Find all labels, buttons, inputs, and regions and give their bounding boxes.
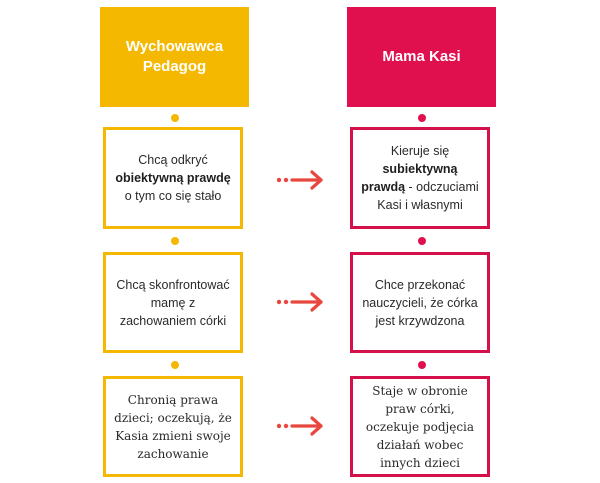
connector-dot-right-3 xyxy=(418,361,426,369)
dotted-arrow-right-icon xyxy=(276,416,323,436)
box-left-row-1: Chcą odkryć obiektywną prawdę o tym co s… xyxy=(103,127,243,229)
connector-dot-left-1 xyxy=(171,114,179,122)
box-left-row-2: Chcą skonfrontować mamę z zachowaniem có… xyxy=(103,252,243,353)
box-left-1-post: o tym co się stało xyxy=(124,189,222,203)
box-right-3-text: Staje w obronie praw córki, oczekuje pod… xyxy=(365,383,475,470)
box-right-1-pre: Kieruje się xyxy=(390,144,450,158)
header-left-line2: Pedagog xyxy=(142,58,207,75)
connector-dot-right-1 xyxy=(418,114,426,122)
box-left-3-text: Chronią prawa dzieci; oczekują, że Kasia… xyxy=(114,392,232,461)
header-wychowawca-pedagog: Wychowawca Pedagog xyxy=(100,7,249,107)
dotted-arrow-right-icon xyxy=(276,292,323,312)
box-left-1-bold: obiektywną prawdę xyxy=(115,171,231,185)
box-right-1-bold: subiektywną prawdą xyxy=(361,162,458,194)
box-right-row-3: Staje w obronie praw córki, oczekuje pod… xyxy=(350,376,490,477)
box-left-1-pre: Chcą odkryć xyxy=(138,153,208,167)
header-left-line1: Wychowawca xyxy=(125,38,224,55)
box-left-2-text: Chcą skonfrontować mamę z zachowaniem có… xyxy=(116,277,230,328)
box-left-row-3: Chronią prawa dzieci; oczekują, że Kasia… xyxy=(103,376,243,477)
box-right-2-text: Chce przekonać nauczycieli, że córka jes… xyxy=(362,277,478,328)
connector-dot-left-2 xyxy=(171,237,179,245)
header-right-line1: Mama Kasi xyxy=(382,48,461,65)
box-right-row-1: Kieruje się subiektywną prawdą - odczuci… xyxy=(350,127,490,229)
box-right-row-2: Chce przekonać nauczycieli, że córka jes… xyxy=(350,252,490,353)
header-mama-kasi: Mama Kasi xyxy=(347,7,496,107)
connector-dot-right-2 xyxy=(418,237,426,245)
box-right-1-post: - odczuciami Kasi i własnymi xyxy=(377,180,479,212)
dotted-arrow-right-icon xyxy=(276,170,323,190)
connector-dot-left-3 xyxy=(171,361,179,369)
